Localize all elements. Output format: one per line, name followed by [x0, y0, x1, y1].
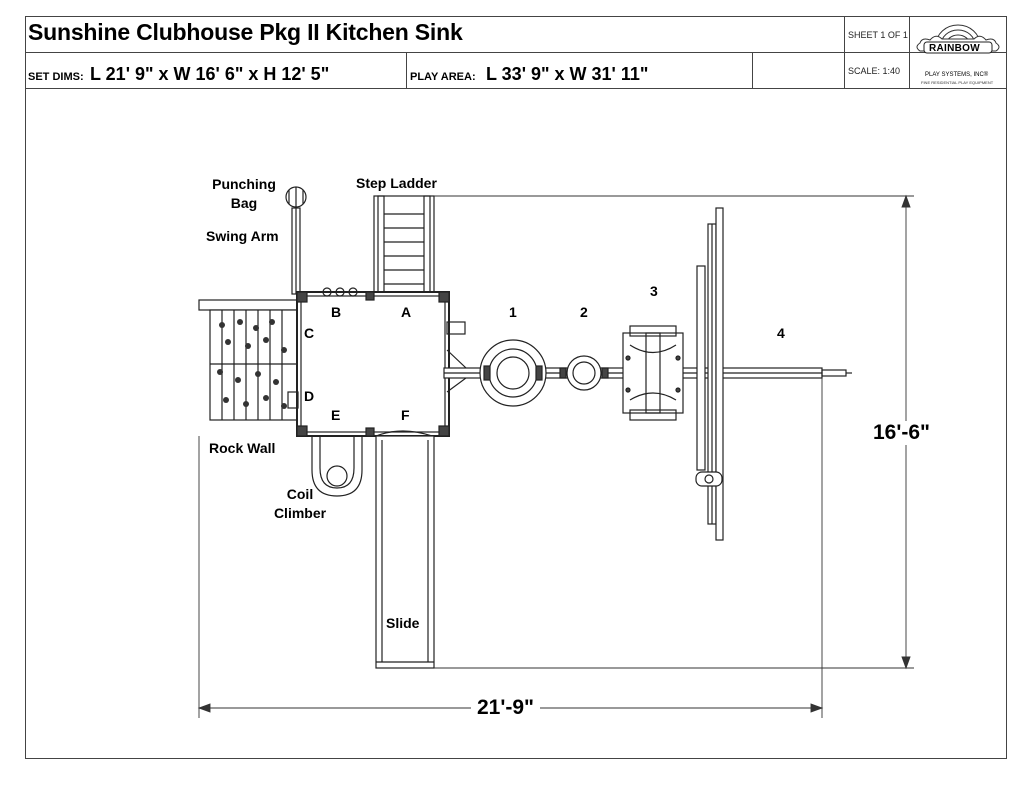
rock-wall-label: Rock Wall — [209, 440, 276, 456]
logo-subtitle: PLAY SYSTEMS, INC® — [925, 72, 989, 78]
glider-swing-icon — [622, 325, 684, 421]
slide-label: Slide — [386, 615, 420, 631]
deck-letter-d: D — [304, 388, 315, 404]
drawing-scale: SCALE: 1:40 — [848, 66, 901, 76]
step-ladder-icon — [373, 195, 435, 293]
sheet-number: SHEET 1 OF 1 — [848, 30, 908, 40]
title-block-divider-2 — [25, 88, 1007, 89]
swing-position-1: 1 — [509, 304, 517, 320]
disc-swing-icon — [479, 339, 547, 407]
slide-icon — [375, 430, 435, 669]
deck-letter-a: A — [401, 304, 412, 320]
coil-climber-icon — [311, 436, 363, 497]
play-area-label: PLAY AREA: — [410, 71, 476, 83]
punching-bag-icon — [285, 186, 307, 208]
width-dimension: 21'-9" — [471, 696, 540, 720]
step-ladder-label: Step Ladder — [356, 175, 437, 191]
play-area-value: L 33' 9" x W 31' 11" — [486, 64, 649, 84]
logo-tagline: FINE RESIDENTIAL PLAY EQUIPMENT — [921, 80, 994, 85]
title-block-divider-3 — [844, 52, 909, 53]
title-block-divider-1 — [25, 52, 1007, 53]
title-block-vdivider-3 — [406, 52, 407, 88]
swing-position-4: 4 — [777, 325, 785, 341]
deck-letter-f: F — [401, 407, 410, 423]
dimension-lines — [197, 194, 914, 718]
deck-letter-c: C — [304, 325, 315, 341]
drawing-frame — [25, 16, 1007, 759]
clubhouse-deck-icon — [287, 287, 466, 437]
swing-position-3: 3 — [650, 283, 658, 299]
title-block-vdivider-2 — [909, 16, 910, 88]
rainbow-logo-icon — [916, 24, 1000, 54]
swing-arm-label: Swing Arm — [206, 228, 279, 244]
set-dims-label: SET DIMS: — [28, 71, 84, 83]
title-block-vdivider-4 — [752, 52, 753, 88]
rock-wall-icon — [198, 299, 300, 421]
set-dims-value: L 21' 9" x W 16' 6" x H 12' 5" — [90, 64, 330, 84]
page-title: Sunshine Clubhouse Pkg II Kitchen Sink — [28, 19, 463, 45]
deck-letter-e: E — [331, 407, 341, 423]
coil-climber-label: Coil Climber — [273, 486, 327, 521]
punching-bag-label: Punching Bag — [212, 176, 276, 211]
depth-dimension: 16'-6" — [867, 421, 936, 445]
logo-brand: RAINBOW — [929, 43, 980, 54]
deck-letter-b: B — [331, 304, 342, 320]
swing-position-2: 2 — [580, 304, 588, 320]
swing-arm-icon — [291, 207, 301, 295]
trapeze-swing-icon — [559, 355, 609, 391]
a-frame-legs-icon — [695, 207, 724, 541]
